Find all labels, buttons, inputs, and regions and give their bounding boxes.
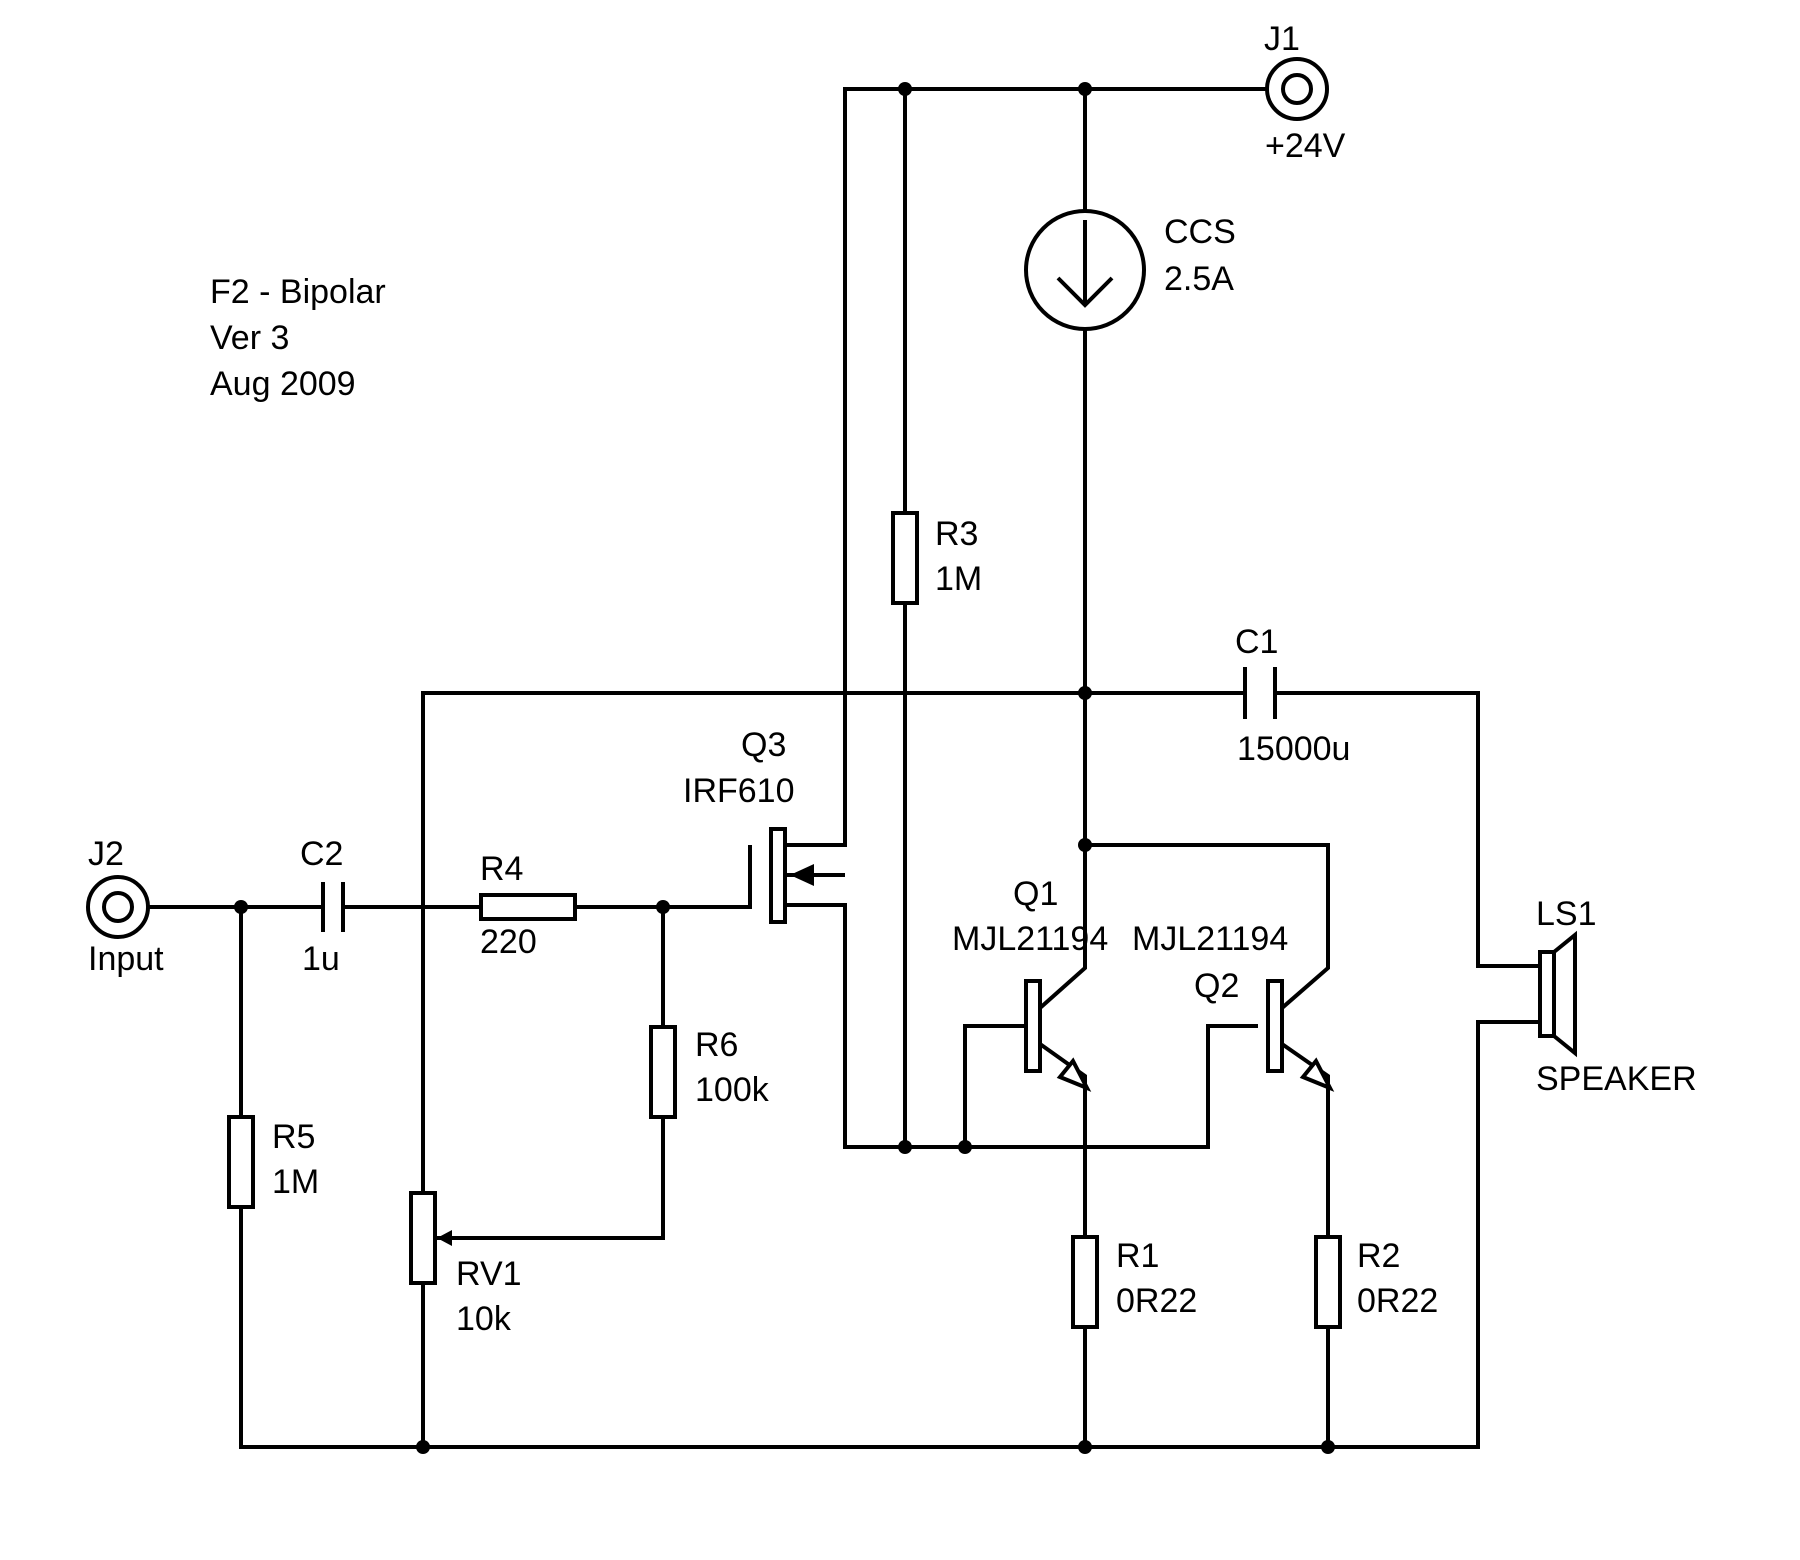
r5-value-label: 1M <box>272 1163 319 1201</box>
r5-resistor: R5 1M <box>227 1115 319 1209</box>
r2-ref-label: R2 <box>1357 1237 1400 1275</box>
ccs-value-label: 2.5A <box>1164 260 1234 298</box>
q3-value-label: IRF610 <box>683 772 795 810</box>
c2-value-label: 1u <box>302 940 340 978</box>
c2-ref-label: C2 <box>300 835 343 873</box>
q1-value-label: MJL21194 <box>952 920 1108 958</box>
r2-value-label: 0R22 <box>1357 1282 1438 1320</box>
q2-transistor: MJL21194 Q2 <box>1132 920 1335 1092</box>
junction-dot <box>1321 1440 1335 1454</box>
c1-ref-label: C1 <box>1235 623 1278 661</box>
r6-value-label: 100k <box>695 1071 770 1109</box>
q1-ref-label: Q1 <box>1013 875 1058 913</box>
j1-connector: J1 +24V <box>1264 20 1346 165</box>
junction-dot <box>1078 838 1092 852</box>
r1-ref-label: R1 <box>1116 1237 1159 1275</box>
junction-dots <box>234 82 1335 1454</box>
junction-dot <box>416 1440 430 1454</box>
r6-resistor: R6 100k <box>649 1025 770 1119</box>
q2-value-label: MJL21194 <box>1132 920 1288 958</box>
q3-ref-label: Q3 <box>741 726 786 764</box>
r4-value-label: 220 <box>480 923 537 961</box>
r4-ref-label: R4 <box>480 850 523 888</box>
c1-capacitor: C1 15000u <box>1235 623 1350 768</box>
junction-dot <box>1078 82 1092 96</box>
r3-resistor: R3 1M <box>891 511 982 605</box>
note-version: Ver 3 <box>210 319 289 357</box>
junction-dot <box>898 82 912 96</box>
junction-dot <box>898 1140 912 1154</box>
r3-ref-label: R3 <box>935 515 978 553</box>
rv1-value-label: 10k <box>456 1300 512 1338</box>
j1-ref-label: J1 <box>1264 20 1300 58</box>
q1-transistor: Q1 MJL21194 <box>952 875 1108 1092</box>
r4-resistor: R4 220 <box>479 850 577 961</box>
r5-ref-label: R5 <box>272 1118 315 1156</box>
r1-resistor: R1 0R22 <box>1071 1235 1197 1329</box>
j2-ref-label: J2 <box>88 835 124 873</box>
r6-ref-label: R6 <box>695 1026 738 1064</box>
q2-ref-label: Q2 <box>1194 967 1239 1005</box>
ls1-ref-label: LS1 <box>1536 895 1597 933</box>
r1-value-label: 0R22 <box>1116 1282 1197 1320</box>
j2-connector: J2 Input <box>86 835 164 978</box>
ccs-current-source: CCS 2.5A <box>1024 209 1236 331</box>
r3-value-label: 1M <box>935 560 982 598</box>
note-title: F2 - Bipolar <box>210 273 386 311</box>
c2-capacitor: C2 1u <box>300 835 345 978</box>
r2-resistor: R2 0R22 <box>1314 1235 1438 1329</box>
ls1-speaker: LS1 SPEAKER <box>1536 895 1697 1098</box>
junction-dot <box>656 900 670 914</box>
ls1-value-label: SPEAKER <box>1536 1060 1697 1098</box>
junction-dot <box>958 1140 972 1154</box>
q3-mosfet: Q3 IRF610 <box>683 726 845 924</box>
junction-dot <box>234 900 248 914</box>
note-date: Aug 2009 <box>210 365 356 403</box>
rv1-ref-label: RV1 <box>456 1255 522 1293</box>
ccs-ref-label: CCS <box>1164 213 1236 251</box>
junction-dot <box>1078 686 1092 700</box>
junction-dot <box>1078 1440 1092 1454</box>
rv1-potentiometer: RV1 10k <box>409 1191 522 1338</box>
j2-value-label: Input <box>88 940 164 978</box>
c1-value-label: 15000u <box>1237 730 1350 768</box>
schematic-notes: F2 - Bipolar Ver 3 Aug 2009 <box>210 273 386 403</box>
j1-value-label: +24V <box>1265 127 1346 165</box>
